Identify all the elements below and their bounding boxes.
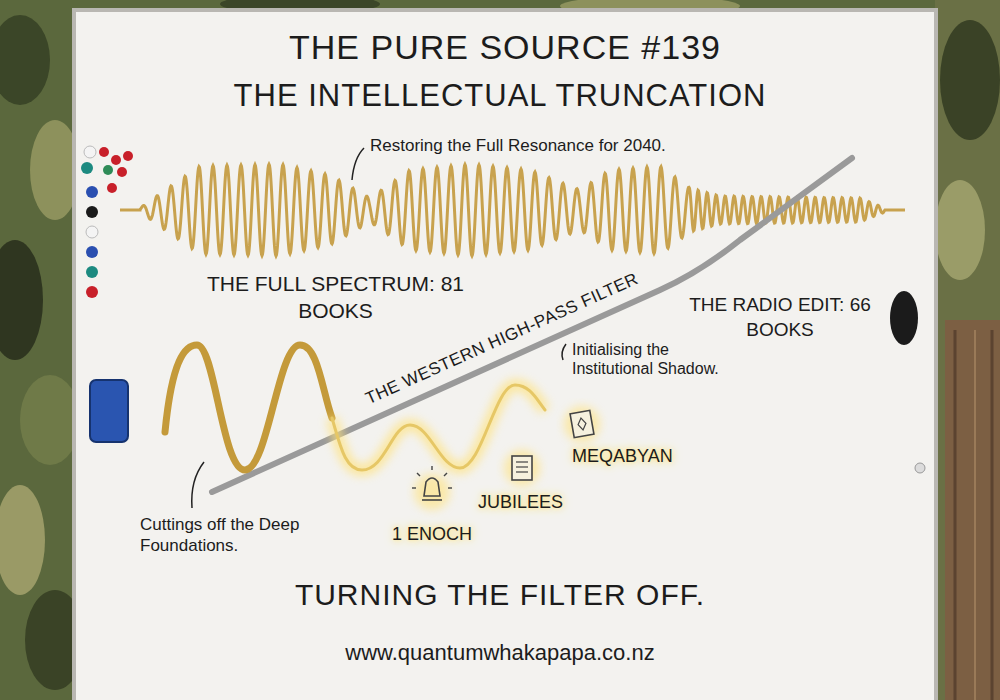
magnets	[81, 146, 133, 298]
annotation: Initialising the Institutional Shadow.	[572, 340, 722, 378]
book-name: 1 ENOCH	[392, 524, 472, 545]
leader-line	[562, 344, 566, 360]
title: THE PURE SOURCE #139	[289, 28, 721, 67]
annotation: Restoring the Full Resonance for 2040.	[370, 136, 666, 156]
annotation: Cuttings off the Deep Foundations.	[140, 514, 340, 556]
full-resonance-wave	[120, 164, 905, 256]
camo-curtain	[935, 0, 1000, 700]
leader-line	[352, 148, 364, 180]
lamp-icon	[412, 466, 452, 510]
deep-foundation-wave	[165, 345, 332, 470]
screw	[915, 463, 925, 473]
subtitle: THE INTELLECTUAL TRUNCATION	[234, 78, 767, 114]
caption: TURNING THE FILTER OFF.	[295, 578, 705, 612]
radio-edit-label: THE RADIO EDIT: 66 BOOKS	[680, 292, 880, 342]
book-name: MEQABYAN	[572, 446, 673, 467]
eraser	[90, 380, 128, 442]
whiteboard	[74, 10, 936, 700]
computer-mouse	[890, 291, 918, 345]
website-url: www.quantumwhakapapa.co.nz	[345, 640, 654, 666]
spectrum-label: THE FULL SPECTRUM: 81 BOOKS	[198, 270, 473, 324]
book-icon	[504, 450, 540, 486]
book-name: JUBILEES	[478, 492, 563, 513]
book-icon	[564, 406, 600, 442]
leader-line	[192, 462, 204, 508]
